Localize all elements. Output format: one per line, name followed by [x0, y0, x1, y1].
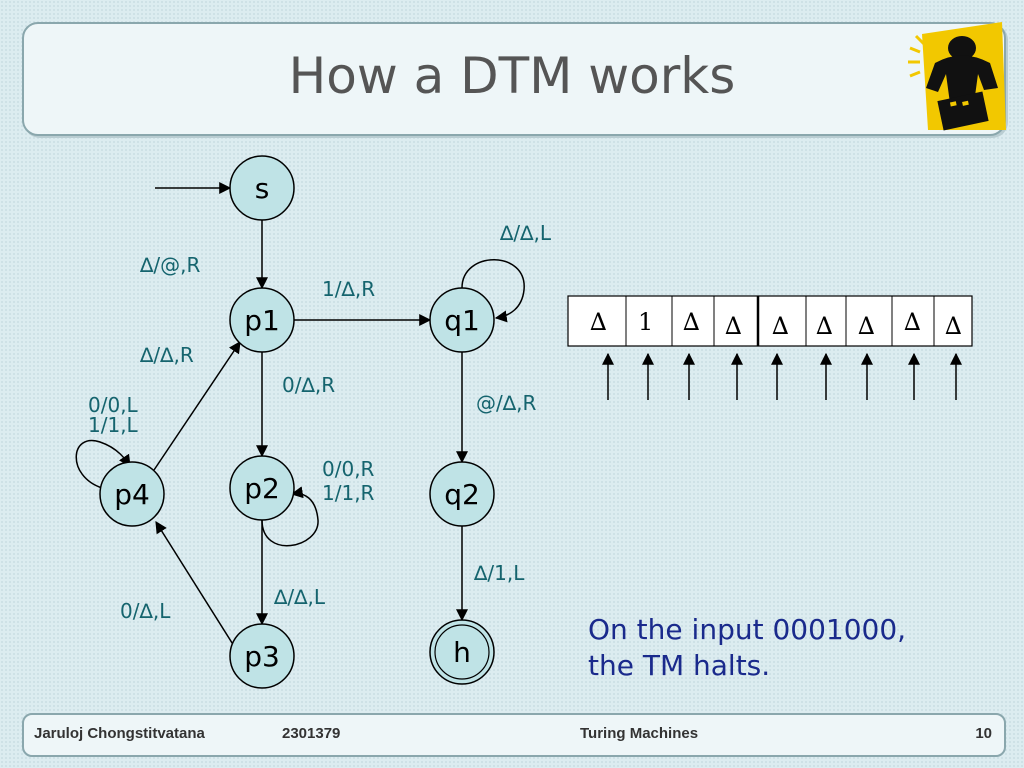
svg-text:p2: p2 — [244, 472, 280, 505]
state-q2: q2 — [429, 461, 495, 527]
edge-p4-p1 — [153, 341, 241, 471]
label-q1-loop: ∆/∆,L — [499, 221, 552, 245]
state-p2: p2 — [229, 455, 295, 521]
label-p2-loop-2: 1/1,R — [322, 481, 375, 505]
state-q1: q1 — [429, 287, 495, 353]
footer: Jaruloj Chongstitvatana 2301379 Turing M… — [22, 713, 1006, 757]
label-q1-q2: @/∆,R — [476, 391, 536, 415]
tape-cell-6: ∆ — [816, 312, 833, 340]
title-frame — [22, 22, 1006, 136]
turing-mascot-logo — [908, 22, 1006, 131]
note-line-2: the TM halts. — [588, 649, 771, 682]
edge-p3-p4 — [155, 520, 235, 647]
svg-text:q2: q2 — [444, 478, 480, 511]
tape-cell-8: ∆ — [904, 308, 921, 336]
slide-title: How a DTM works — [288, 47, 736, 105]
label-p4-p1: ∆/∆,R — [139, 343, 194, 367]
tape-cell-3: ∆ — [683, 308, 700, 336]
state-p1: p1 — [229, 287, 295, 353]
state-s: s — [229, 155, 295, 221]
footer-page-number: 10 — [975, 725, 992, 742]
input-note: On the input 0001000, the TM halts. — [588, 612, 1008, 684]
svg-text:s: s — [255, 172, 270, 205]
svg-text:h: h — [453, 636, 471, 669]
label-p2-p3: ∆/∆,L — [273, 585, 326, 609]
tape-cell-4: ∆ — [725, 312, 742, 340]
tape-cell-2: 1 — [638, 308, 653, 336]
svg-text:p3: p3 — [244, 640, 280, 673]
edge-p4-loop — [75, 439, 131, 489]
label-p3-p4: 0/∆,L — [120, 599, 171, 623]
state-p3: p3 — [229, 623, 295, 689]
label-p4-loop-1: 0/0,L — [88, 393, 139, 417]
tape — [567, 295, 973, 347]
footer-course: 2301379 — [282, 725, 341, 742]
svg-text:q1: q1 — [444, 304, 480, 337]
label-p1-q1: 1/∆,R — [322, 277, 375, 301]
footer-author: Jaruloj Chongstitvatana — [34, 725, 205, 742]
tape-cell-5: ∆ — [772, 312, 789, 340]
label-p2-loop-1: 0/0,R — [322, 457, 375, 481]
tape-cell-9: ∆ — [945, 312, 962, 340]
label-p1-p2: 0/∆,R — [282, 373, 335, 397]
tape-head-arrows — [602, 352, 962, 400]
label-q2-h: ∆/1,L — [473, 561, 525, 585]
svg-text:p4: p4 — [114, 478, 150, 511]
label-p4-loop-2: 1/1,L — [88, 413, 139, 437]
state-p4: p4 — [99, 461, 165, 527]
edge-p2-loop — [261, 486, 319, 547]
note-line-1: On the input 0001000, — [588, 613, 907, 646]
svg-text:p1: p1 — [244, 304, 280, 337]
label-s-p1: ∆/@,R — [139, 253, 200, 277]
state-h-halt: h — [429, 619, 495, 685]
edge-q1-loop — [461, 259, 525, 323]
tape-cell-1: ∆ — [590, 308, 607, 336]
footer-topic: Turing Machines — [580, 725, 699, 742]
tape-cell-7: ∆ — [858, 312, 875, 340]
